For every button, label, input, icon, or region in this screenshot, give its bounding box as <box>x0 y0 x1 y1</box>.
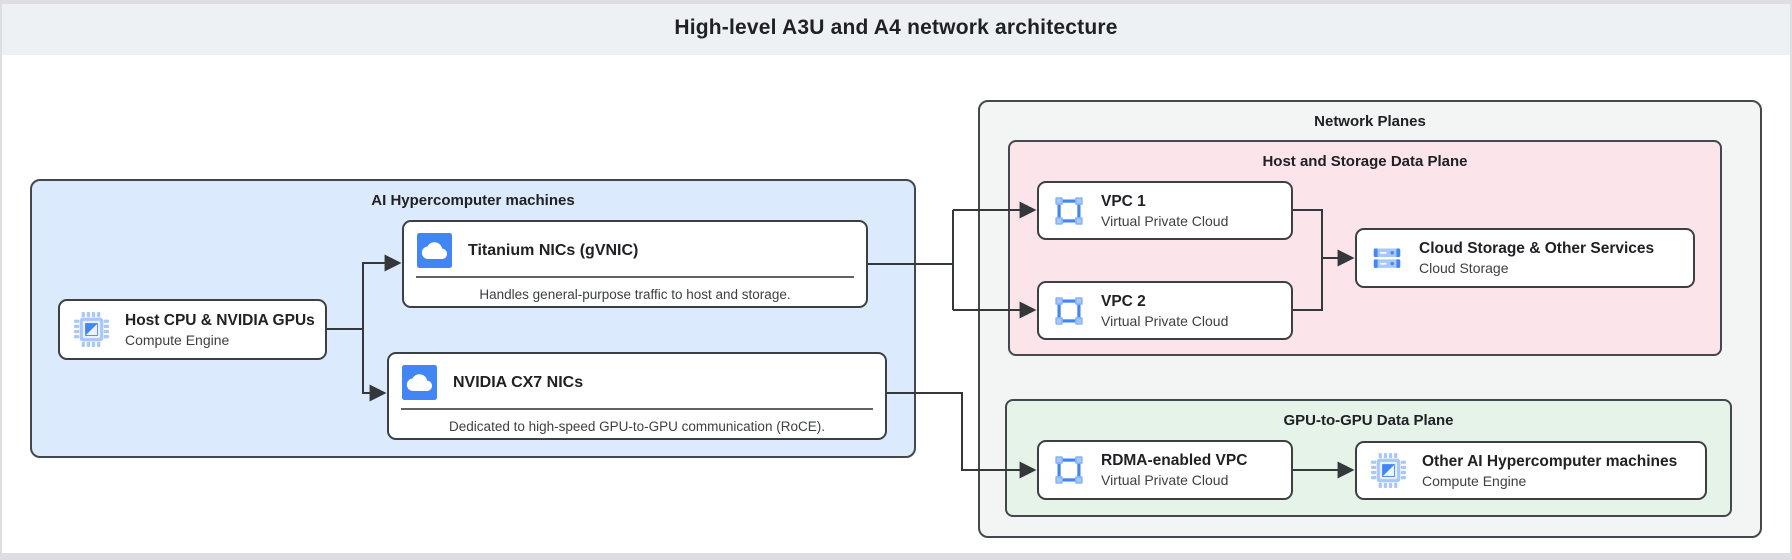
node-title: Host CPU & NVIDIA GPUs <box>125 311 315 329</box>
node-subtitle: Compute Engine <box>1422 472 1527 489</box>
node-title: NVIDIA CX7 NICs <box>453 373 584 391</box>
vpc-icon <box>1052 294 1086 328</box>
container-label: Network Planes <box>1314 113 1426 130</box>
node-title: Titanium NICs (gVNIC) <box>468 241 639 259</box>
other-ai-hypercomputer-machines-node: Other AI Hypercomputer machines Compute … <box>1355 441 1707 500</box>
cloud-icon <box>417 233 452 268</box>
host-cpu-gpu-node: Host CPU & NVIDIA GPUs Compute Engine <box>58 299 327 360</box>
node-description: Dedicated to high-speed GPU-to-GPU commu… <box>449 419 825 434</box>
container-label: Host and Storage Data Plane <box>1262 153 1468 170</box>
diagram-header: High-level A3U and A4 network architectu… <box>0 0 1792 55</box>
node-title: Cloud Storage & Other Services <box>1419 240 1655 257</box>
node-description: Handles general-purpose traffic to host … <box>479 287 791 302</box>
vpc2-node: VPC 2 Virtual Private Cloud <box>1037 281 1293 340</box>
vpc-icon <box>1052 194 1086 228</box>
vpc1-node: VPC 1 Virtual Private Cloud <box>1037 181 1293 240</box>
page-title: High-level A3U and A4 network architectu… <box>674 15 1118 39</box>
node-title: VPC 1 <box>1101 192 1146 210</box>
divider <box>401 408 873 410</box>
node-subtitle: Compute Engine <box>125 331 230 348</box>
cloud-storage-icon <box>1370 241 1404 275</box>
node-subtitle: Virtual Private Cloud <box>1101 212 1229 229</box>
cloud-storage-node: Cloud Storage & Other Services Cloud Sto… <box>1355 228 1695 288</box>
vpc-icon <box>1052 453 1086 487</box>
container-label: AI Hypercomputer machines <box>371 192 575 209</box>
node-subtitle: Cloud Storage <box>1419 260 1509 276</box>
node-subtitle: Virtual Private Cloud <box>1101 312 1229 329</box>
compute-engine-icon <box>73 311 110 348</box>
cloud-icon <box>402 365 437 400</box>
node-title: VPC 2 <box>1101 292 1146 310</box>
titanium-nics-node: Titanium NICs (gVNIC) Handles general-pu… <box>402 220 868 308</box>
rdma-enabled-vpc-node: RDMA-enabled VPC Virtual Private Cloud <box>1037 440 1293 500</box>
container-label: GPU-to-GPU Data Plane <box>1283 412 1454 429</box>
compute-engine-icon <box>1370 452 1407 489</box>
nvidia-cx7-nics-node: NVIDIA CX7 NICs Dedicated to high-speed … <box>387 352 887 440</box>
node-title: RDMA-enabled VPC <box>1101 452 1248 469</box>
divider <box>416 276 854 278</box>
node-title: Other AI Hypercomputer machines <box>1422 452 1678 470</box>
node-subtitle: Virtual Private Cloud <box>1101 472 1229 488</box>
